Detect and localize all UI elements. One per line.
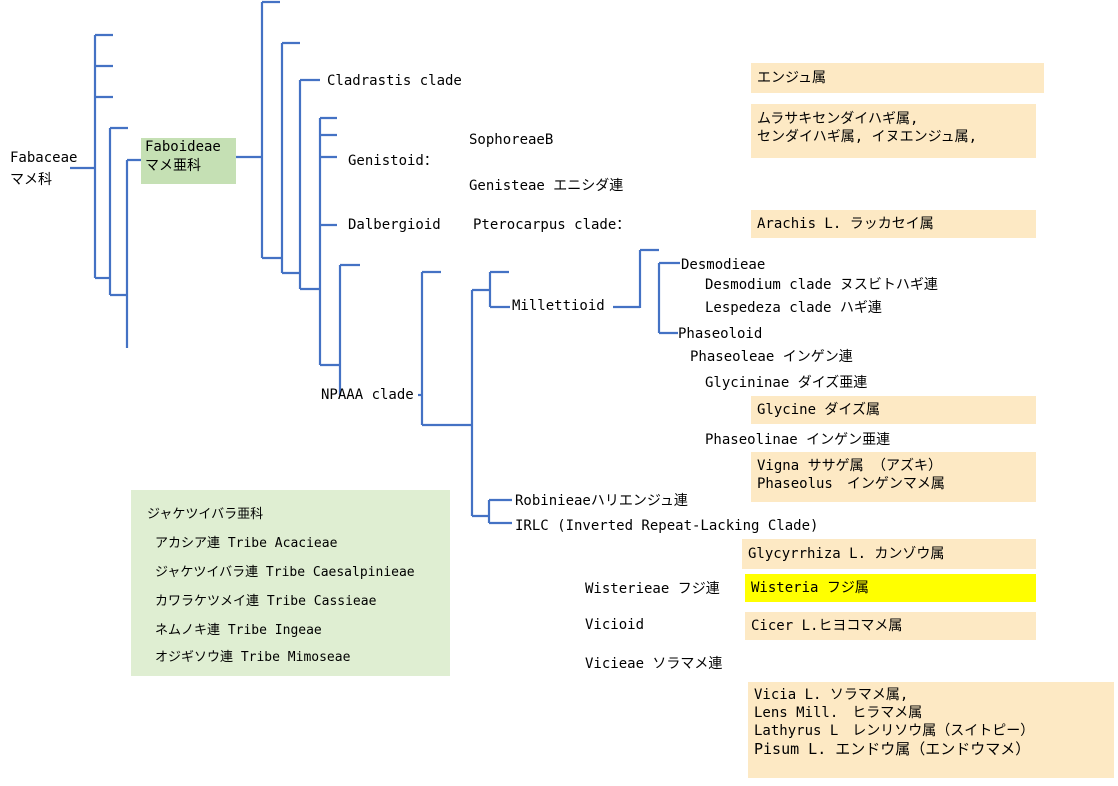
genus-box-vigna-phaseolus: Vigna ササゲ属 （アズキ） Phaseolus インゲンマメ属 — [751, 452, 1036, 502]
genus-glycine: Glycine ダイズ属 — [757, 402, 881, 418]
phaseoleae-label: Phaseoleae インゲン連 — [690, 349, 853, 365]
lespedeza-label: Lespedeza clade ハギ連 — [705, 300, 882, 316]
faboideae-jp-label: マメ亜科 — [145, 158, 201, 174]
genus-box-wisteria: Wisteria フジ属 — [745, 574, 1036, 602]
fabaceae-jp-label: マメ科 — [10, 172, 52, 188]
wisterieae-label: Wisterieae フジ連 — [585, 581, 720, 597]
robinieae-label: Robinieaeハリエンジュ連 — [515, 493, 688, 509]
genus-box-murasaki: ムラサキセンダイハギ属, センダイハギ属, イヌエンジュ属, — [751, 104, 1036, 158]
glycininae-label: Glycininae ダイズ亜連 — [705, 375, 868, 391]
genus-lathyrus: Lathyrus L レンリソウ属（スイトピー） — [754, 723, 1035, 739]
genus-wisteria: Wisteria フジ属 — [751, 580, 869, 596]
tribe-ingeae: ネムノキ連 Tribe Ingeae — [155, 623, 322, 638]
genus-cicer: Cicer L.ヒヨコマメ属 — [751, 618, 903, 634]
genus-box-arachis: Arachis L. ラッカセイ属 — [751, 210, 1036, 238]
phaseoloid-label: Phaseoloid — [678, 326, 763, 342]
genus-vigna: Vigna ササゲ属 （アズキ） — [757, 458, 943, 474]
sophoreae-label: SophoreaeB — [469, 132, 554, 148]
genus-lens: Lens Mill. ヒラマメ属 — [754, 705, 923, 721]
tribe-acacieae: アカシア連 Tribe Acacieae — [155, 536, 338, 551]
genus-glycyrrhiza: Glycyrrhiza L. カンゾウ属 — [748, 546, 945, 562]
dalbergioid-label: Dalbergioid — [348, 217, 441, 233]
phaseolinae-label: Phaseolinae インゲン亜連 — [705, 432, 891, 448]
genus-box-cicer: Cicer L.ヒヨコマメ属 — [745, 612, 1036, 640]
tribe-cassieae: カワラケツメイ連 Tribe Cassieae — [155, 594, 377, 609]
genus-box-glycine: Glycine ダイズ属 — [751, 396, 1036, 424]
genus-enju: エンジュ属 — [757, 70, 827, 86]
genus-box-enju: エンジュ属 — [751, 63, 1044, 93]
caesalpinioideae-box: ジャケツイバラ亜科 アカシア連 Tribe Acacieae ジャケツイバラ連 … — [131, 490, 450, 676]
genistoid-label: Genistoid： — [348, 153, 438, 169]
genus-box-glycyrrhiza: Glycyrrhiza L. カンゾウ属 — [742, 539, 1036, 569]
genus-pisum: Pisum L. エンドウ属（エンドウマメ） — [754, 740, 1031, 758]
desmodium-label: Desmodium clade ヌスビトハギ連 — [705, 277, 938, 293]
fabaceae-label: Fabaceae — [10, 150, 78, 166]
genus-murasaki-line2: センダイハギ属, イヌエンジュ属, — [757, 129, 978, 145]
millettioid-label: Millettioid — [512, 298, 605, 314]
genisteae-label: Genisteae エニシダ連 — [469, 178, 624, 194]
irlc-label: IRLC (Inverted Repeat-Lacking Clade) — [515, 518, 819, 534]
pterocarpus-label: Pterocarpus clade： — [473, 217, 631, 233]
desmodieae-label: Desmodieae — [681, 257, 766, 273]
tribe-caesalpinieae: ジャケツイバラ連 Tribe Caesalpinieae — [155, 565, 415, 580]
genus-vicia: Vicia L. ソラマメ属, — [754, 687, 909, 703]
vicioid-label: Vicioid — [585, 617, 645, 633]
cladrastis-clade-label: Cladrastis clade — [327, 73, 462, 89]
faboideae-label: Faboideae — [145, 139, 221, 155]
npaaa-clade-label: NPAAA clade — [321, 387, 414, 403]
vicieae-label: Vicieae ソラマメ連 — [585, 656, 723, 672]
tribe-mimoseae: オジギソウ連 Tribe Mimoseae — [155, 650, 351, 665]
genus-murasaki-line1: ムラサキセンダイハギ属, — [757, 111, 919, 127]
faboideae-box: Faboideae マメ亜科 — [141, 138, 236, 184]
genus-arachis: Arachis L. ラッカセイ属 — [757, 216, 934, 232]
genus-phaseolus: Phaseolus インゲンマメ属 — [757, 476, 945, 492]
caesalpinioideae-title: ジャケツイバラ亜科 — [147, 507, 264, 522]
genus-box-vicieae: Vicia L. ソラマメ属, Lens Mill. ヒラマメ属 Lathyru… — [748, 682, 1114, 778]
